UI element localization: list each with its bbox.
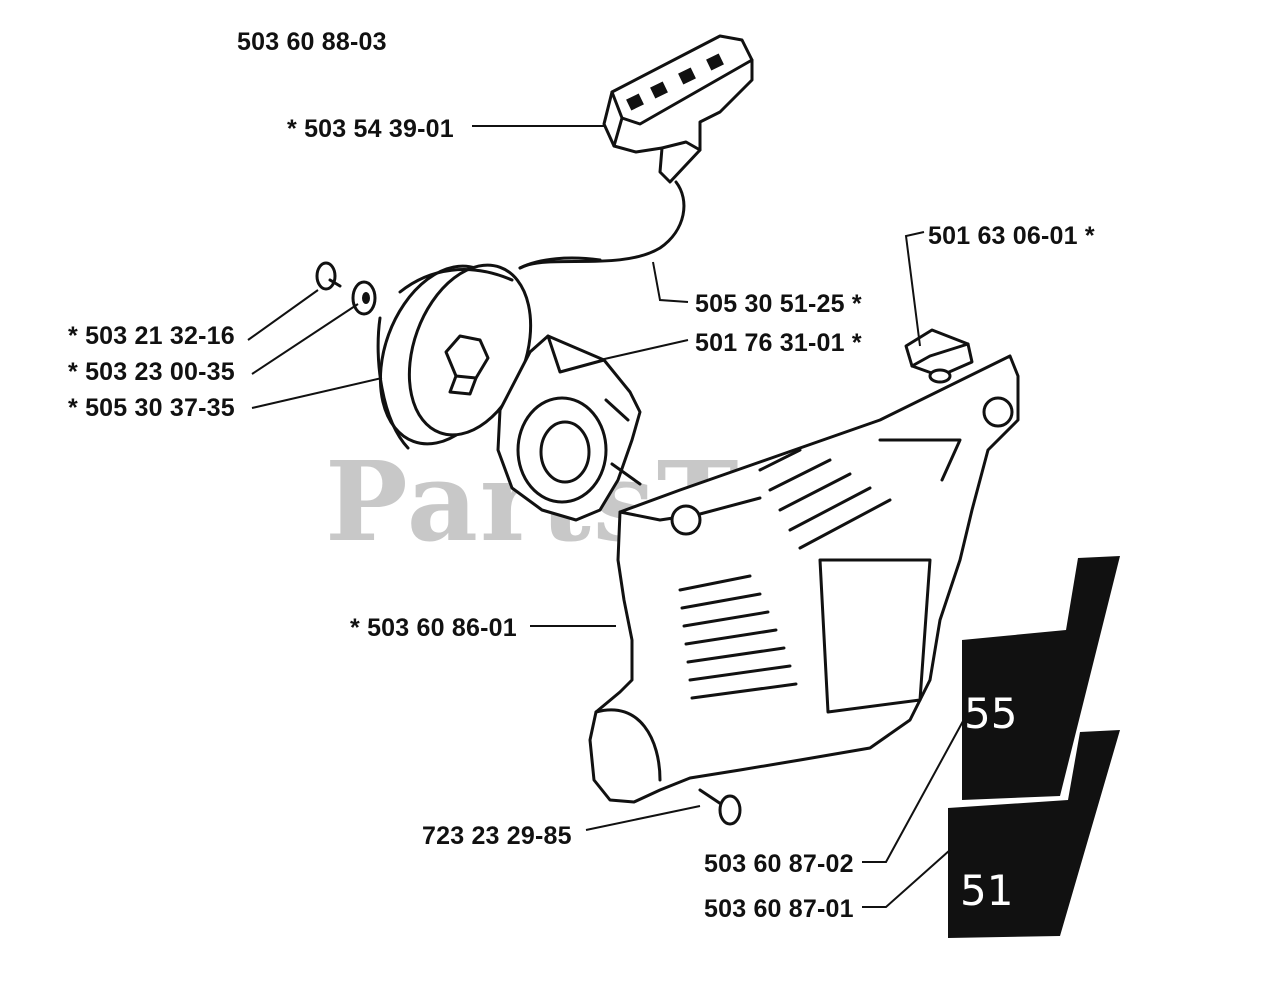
starter-rope [518,180,686,270]
label-pulley: * 505 30 37-35 [68,394,235,422]
clip [904,328,974,384]
assembly-number: 503 60 88-03 [237,28,387,56]
decal-55: 55 [962,556,1120,800]
cover-vent-lower [678,574,798,700]
cover-screw [698,788,742,826]
label-decal-55: 503 60 87-02 [704,850,854,878]
label-cover-screw: 723 23 29-85 [422,822,572,850]
decal-51: 51 [948,730,1120,938]
label-handle: * 503 54 39-01 [287,115,454,143]
spring-housing [496,334,642,522]
starter-cover [588,354,1020,804]
label-spring-housing: 501 76 31-01 * [695,329,862,357]
part-labels: * 503 54 39-01 505 30 51-25 * 501 63 06-… [68,115,1095,923]
label-cover: * 503 60 86-01 [350,614,517,642]
small-screw [315,261,342,291]
handle-grip-marks [626,53,724,111]
starter-handle [602,34,754,184]
washer [351,280,377,316]
decal-51-number: 51 [960,866,1013,915]
label-clip: 501 63 06-01 * [928,222,1095,250]
label-washer: * 503 23 00-35 [68,358,235,386]
label-decal-51: 503 60 87-01 [704,895,854,923]
label-small-screw: * 503 21 32-16 [68,322,235,350]
decal-55-number: 55 [964,689,1017,738]
cover-vent-upper [758,448,892,550]
label-rope: 505 30 51-25 * [695,290,862,318]
rope-pulley [376,263,533,450]
leader-lines [247,125,969,908]
